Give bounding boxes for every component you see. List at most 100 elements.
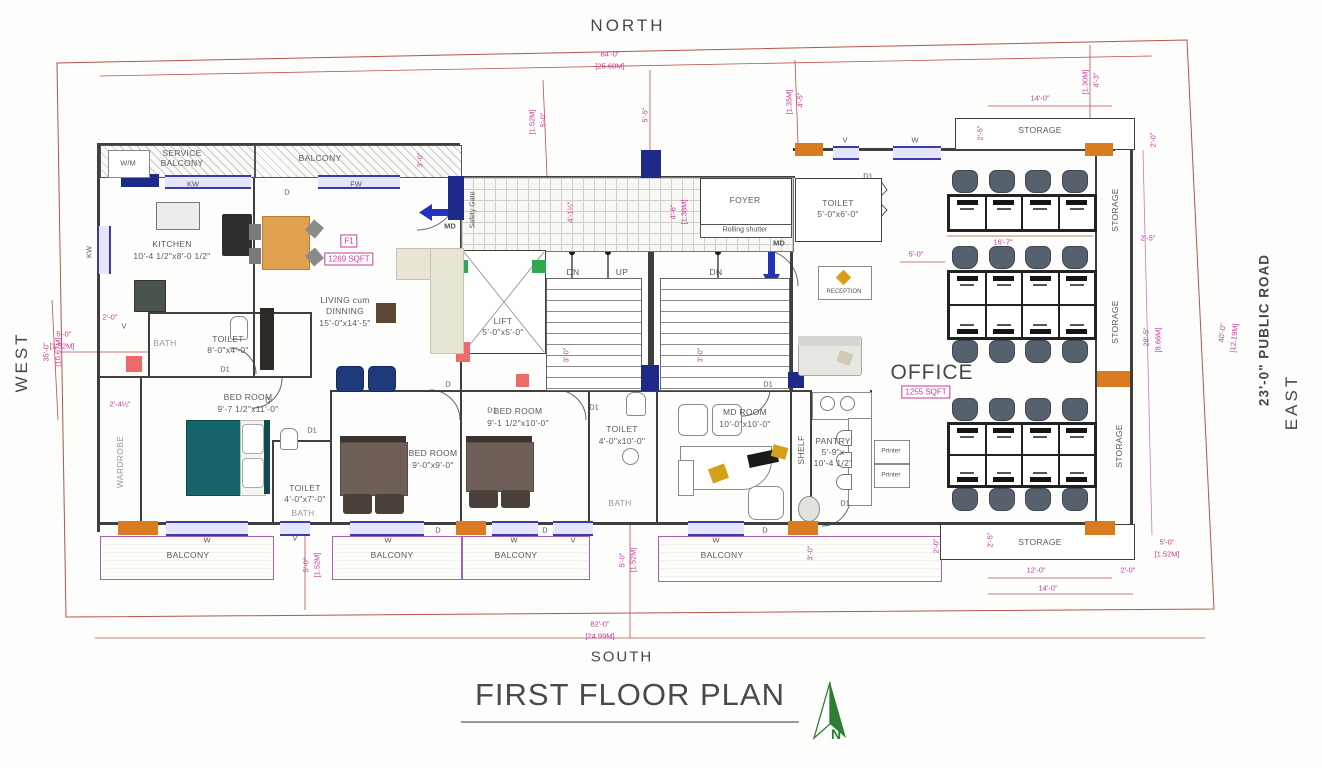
window-w3	[492, 521, 538, 536]
column-block	[456, 521, 486, 535]
balcony-top-label: BALCONY	[298, 153, 342, 163]
office-toilet-room	[795, 178, 882, 242]
printer-box	[874, 440, 910, 464]
md-chair	[748, 486, 784, 520]
wall	[100, 376, 312, 378]
dining-table	[262, 216, 310, 270]
toilet2-label: TOILET	[289, 483, 321, 493]
bed2-pillow	[343, 494, 372, 514]
window-tag: W	[384, 535, 392, 545]
stool	[836, 430, 852, 446]
wall	[253, 178, 255, 312]
printer-label2: Printer	[881, 471, 901, 479]
column-block	[641, 150, 661, 178]
desk	[949, 424, 986, 455]
printer-label: Printer	[881, 447, 901, 455]
pantry-size2: 10'-4 1/2"	[813, 458, 853, 468]
dim: 2'-5"	[985, 532, 995, 548]
door-tag: D1	[487, 405, 497, 415]
lift-size: 5'-0"x5'-0"	[482, 327, 524, 337]
guest-chair	[678, 404, 708, 436]
top-balcony-area	[255, 145, 462, 178]
bed2-headboard	[340, 436, 406, 442]
office-chair	[1025, 397, 1052, 421]
bed3-blanket	[466, 442, 534, 492]
storage-bottom-area	[940, 524, 1135, 560]
desk	[949, 272, 986, 305]
column-block	[788, 372, 804, 388]
window-w1	[166, 521, 248, 536]
wall	[148, 312, 312, 314]
wall	[790, 390, 792, 522]
dim: 5'-0"	[617, 552, 627, 568]
window-v-office	[833, 146, 859, 160]
chair-row	[947, 486, 1093, 512]
desk	[1022, 424, 1059, 455]
dim: 5'-0"	[1159, 537, 1175, 547]
bed2-pillow	[375, 494, 404, 514]
dim: 3'-0"	[561, 347, 571, 363]
foyer-label: FOYER	[729, 195, 761, 205]
lounge-chair	[368, 366, 396, 392]
dim: 4'-6"	[668, 204, 678, 220]
door-tag: D	[265, 395, 271, 405]
stool	[836, 452, 852, 468]
wardrobe-label: WARDROBE	[115, 435, 125, 489]
dim: 2'-5"	[975, 125, 985, 141]
public-road-label: 23'-0" PUBLIC ROAD	[1256, 253, 1272, 407]
dim: 5'-0"	[301, 557, 311, 573]
dim: 4'-3"	[1091, 72, 1101, 88]
md-cabinet	[678, 460, 694, 496]
door-tag: D1	[840, 498, 850, 508]
column-block	[448, 176, 464, 220]
door-tag: D	[435, 525, 441, 535]
toilet3-size: 4'-0"x10'-0"	[598, 436, 646, 446]
column-block	[1097, 371, 1130, 387]
storage-top-label: STORAGE	[1018, 125, 1062, 135]
toilet1-size: 8'-0"x4'-0"	[207, 345, 249, 355]
column-block	[795, 143, 823, 156]
dim: [1.52M]	[312, 552, 322, 578]
window-kw-side	[97, 226, 111, 274]
dim-top: 84'-0"	[600, 49, 620, 59]
bed3-pillow	[469, 490, 498, 508]
column-block	[1085, 143, 1113, 156]
toilet2-size: 4'-0"x7'-0"	[284, 494, 326, 504]
dim: 2'-0"	[1148, 132, 1158, 148]
bath3-label: BATH	[608, 498, 632, 508]
chair-row	[947, 168, 1093, 194]
hob-circle	[820, 396, 835, 411]
window-tag: W	[712, 535, 720, 545]
office-chair	[988, 245, 1015, 269]
lift-label: LIFT	[493, 316, 513, 326]
kitchen-stove	[222, 214, 252, 256]
kw-label: KW	[186, 179, 200, 189]
door-tag: D1	[863, 171, 873, 181]
door-tag: D	[762, 525, 768, 535]
bath2-label: BATH	[291, 508, 315, 518]
window-w-office	[893, 146, 941, 160]
kitchen-size: 10'-4 1/2"x8'-0 1/2"	[133, 251, 211, 261]
balcony-3-area	[462, 536, 590, 580]
office-chair	[952, 245, 979, 269]
dim: [1.35M]	[784, 89, 794, 115]
dim: [1.52M]	[49, 341, 75, 351]
office-chair	[1025, 169, 1052, 193]
column-block	[788, 521, 818, 535]
north-arrow-n-label: N	[830, 726, 842, 742]
wall	[588, 390, 590, 522]
page-title: FIRST FLOOR PLAN	[461, 677, 799, 723]
kw-side-label: KW	[84, 245, 94, 259]
window-tag: V	[842, 135, 848, 145]
wall	[460, 390, 462, 522]
guest-chair	[712, 404, 742, 436]
window-tag: W	[911, 135, 919, 145]
pantry-counter-2	[848, 418, 872, 506]
flat-area-badge: 1269 SQFT	[324, 252, 374, 266]
tall-cabinet	[260, 308, 274, 370]
foyer-room	[700, 178, 792, 226]
wm-label: W/M	[120, 158, 136, 168]
office-chair	[988, 169, 1015, 193]
window-tag: W	[203, 535, 211, 545]
office-area-badge: 1255 SQFT	[901, 385, 951, 399]
